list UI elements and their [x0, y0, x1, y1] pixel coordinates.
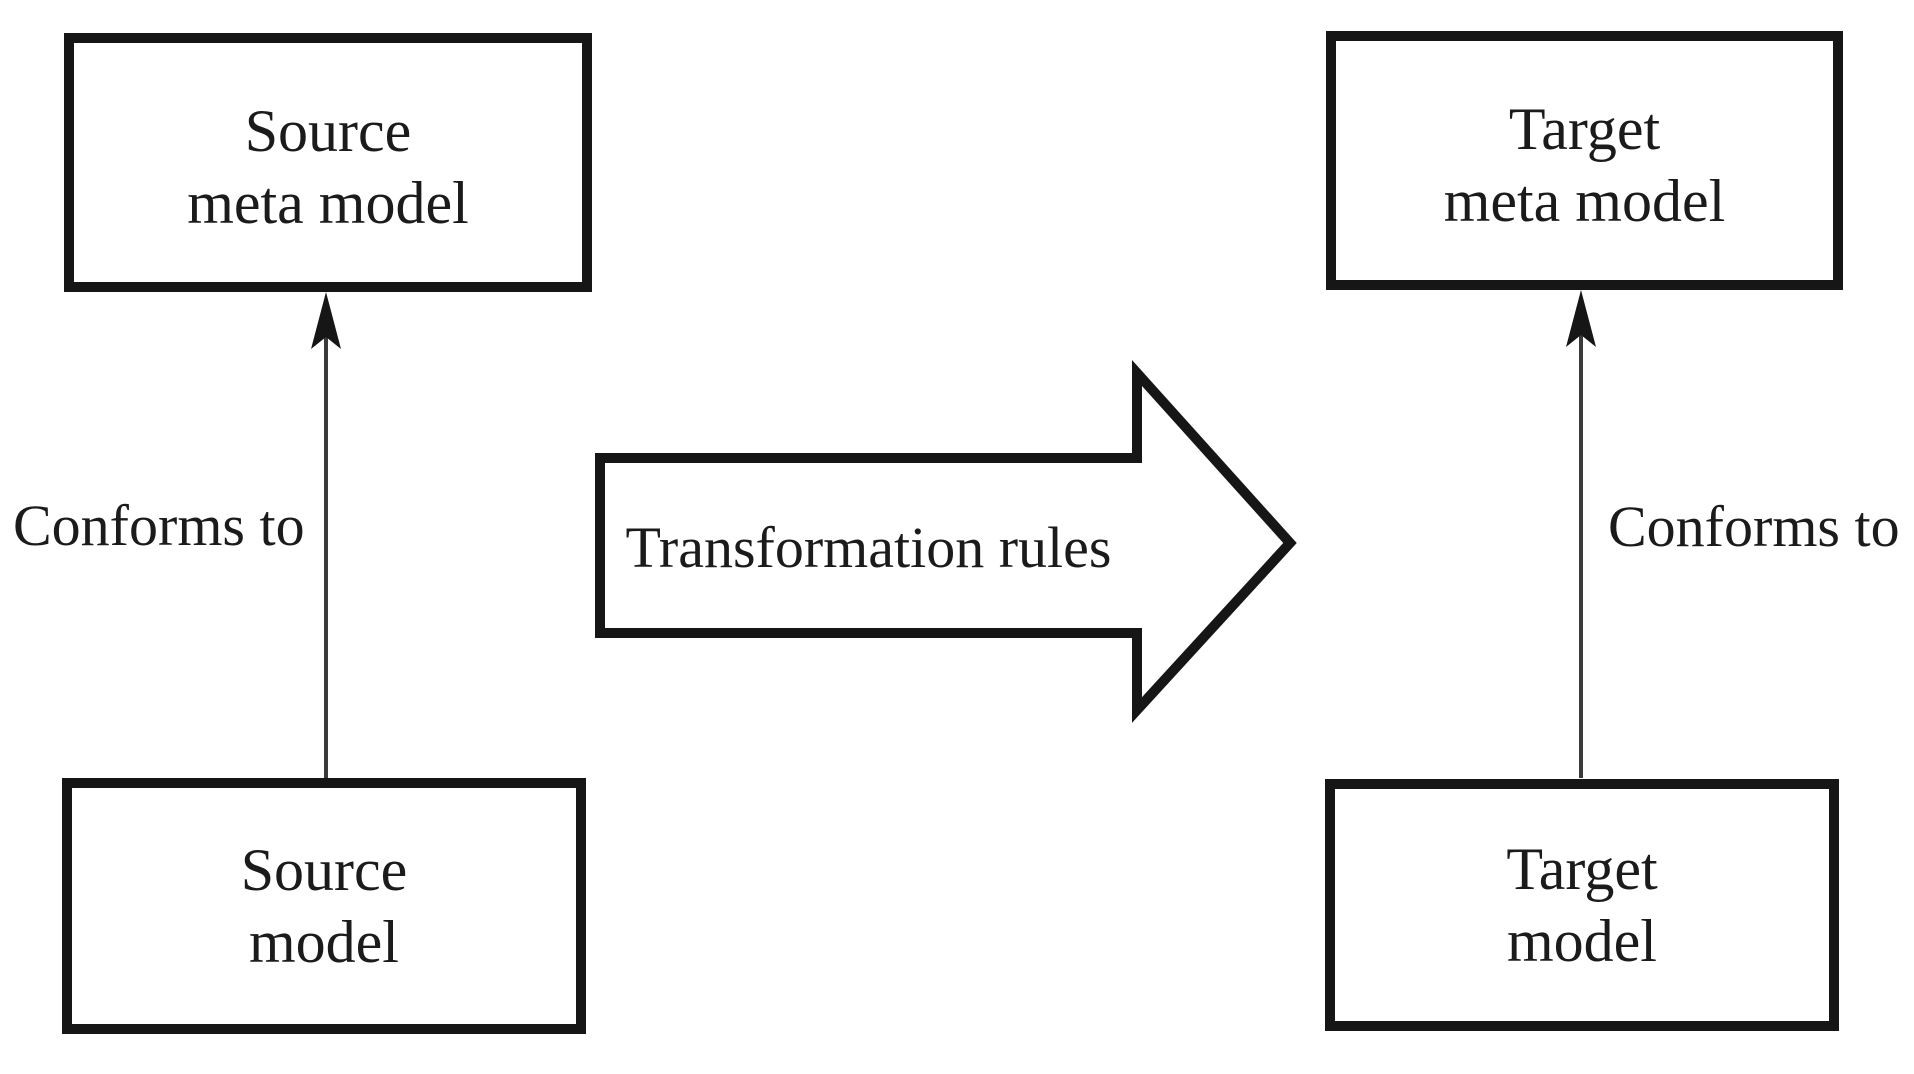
node-label-line: model [1507, 908, 1657, 974]
node-label-line: Source [240, 837, 408, 903]
node-label-line: Source [244, 97, 412, 164]
up-arrowhead-left-icon [311, 292, 341, 349]
node-label-line: model [249, 909, 399, 975]
up-arrowhead-right-icon [1566, 290, 1596, 347]
edge-label-conforms-right: Conforms to [1608, 494, 1900, 559]
node-target-model: Target model [1325, 779, 1839, 1031]
node-source-meta-model: Source meta model [64, 33, 592, 292]
node-label-line: Target [1508, 95, 1661, 162]
node-label-line: meta model [1443, 167, 1726, 234]
transformation-arrow-label: Transformation rules [625, 515, 1112, 580]
transformation-arrow-shape [595, 359, 1297, 723]
node-target-meta-model: Target meta model [1326, 31, 1843, 290]
edge-label-conforms-left: Conforms to [13, 493, 305, 558]
node-label-line: Target [1506, 836, 1658, 902]
node-label-line: meta model [187, 169, 469, 236]
node-source-model: Source model [62, 778, 586, 1034]
